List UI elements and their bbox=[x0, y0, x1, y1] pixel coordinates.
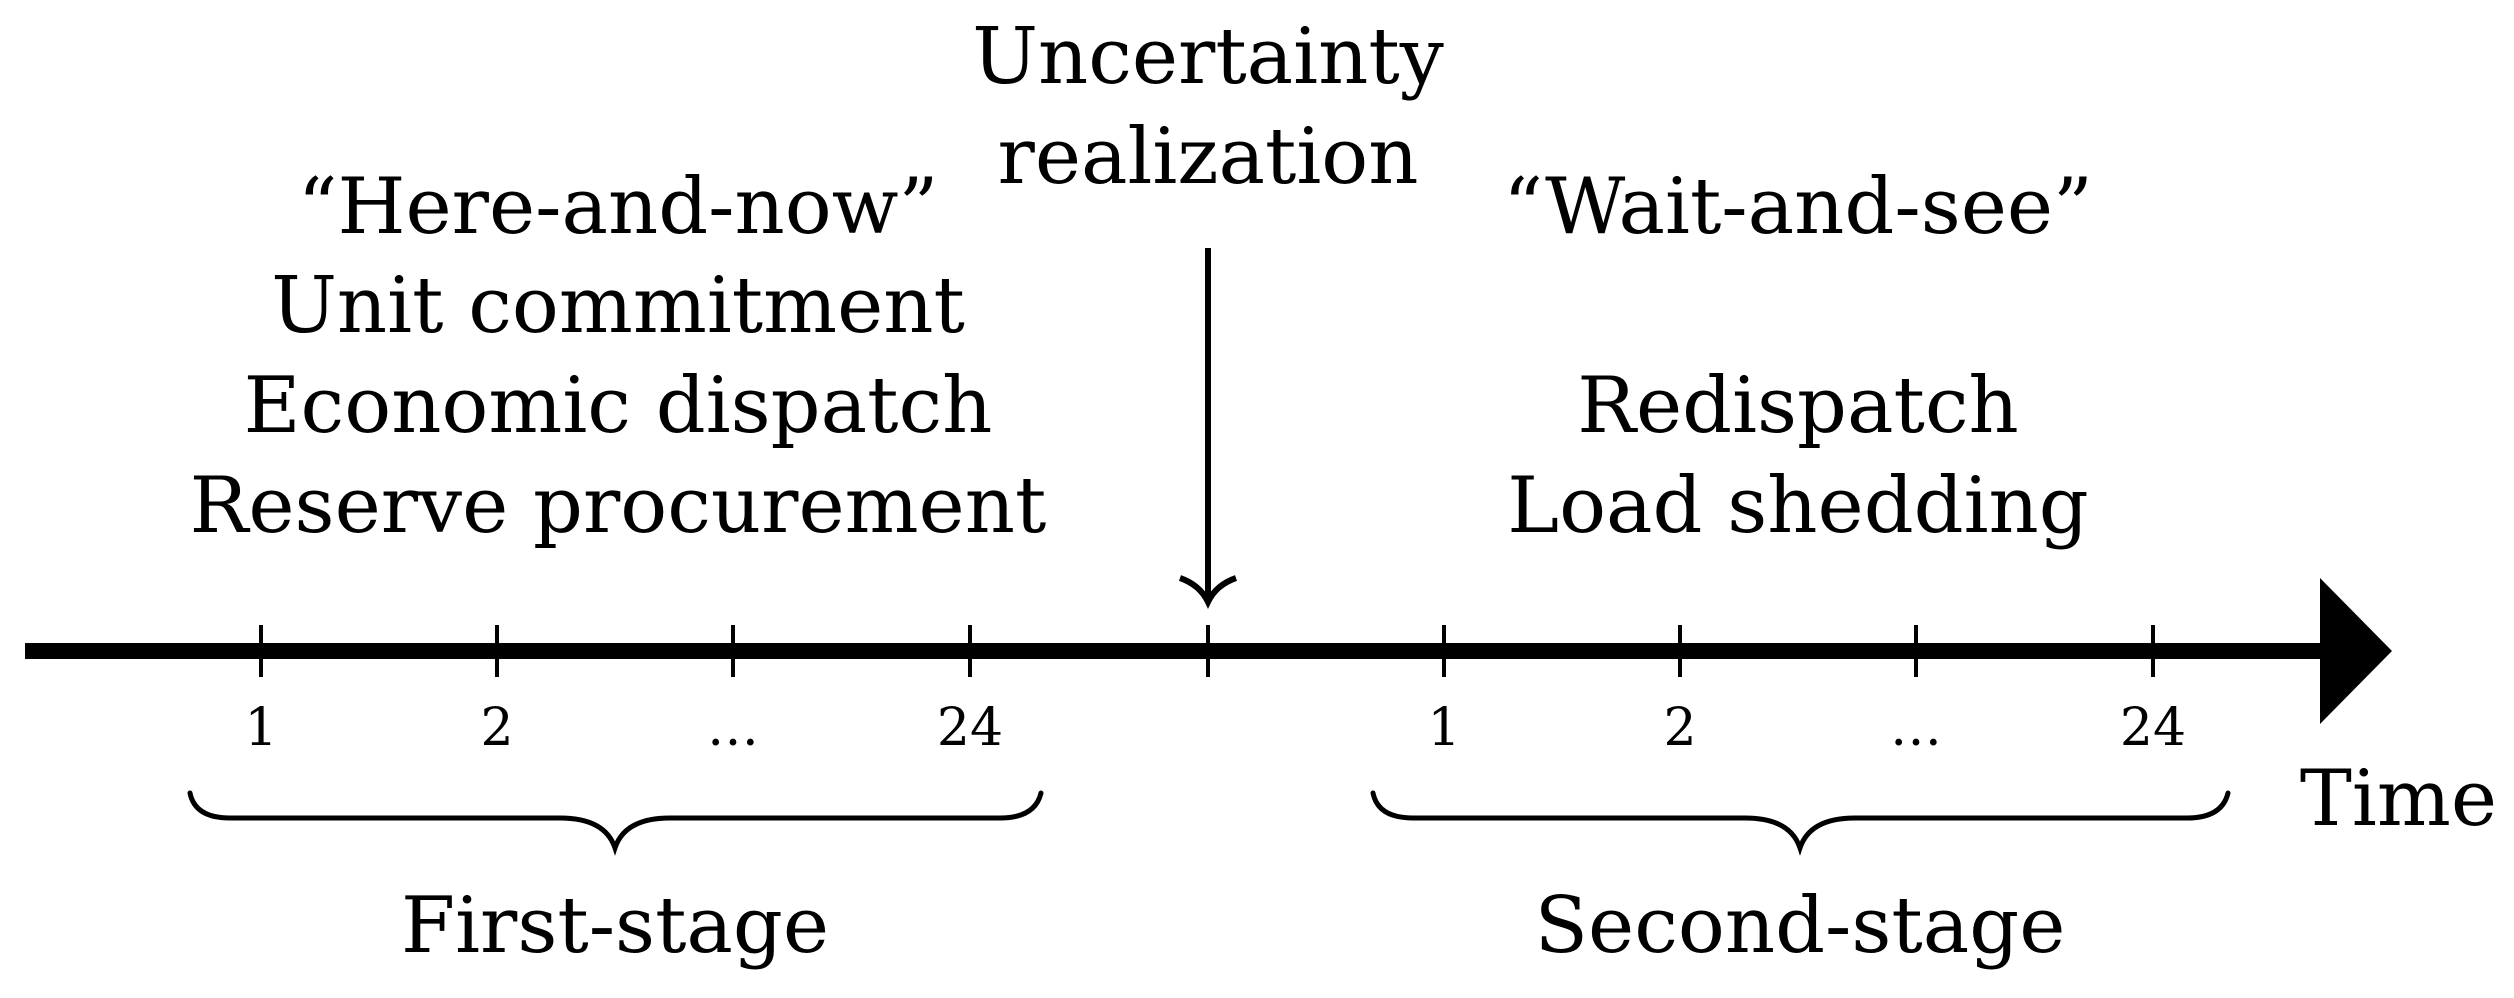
second-stage-description: “Wait-and-see” Redispatch Load shedding bbox=[1503, 162, 2093, 551]
here-and-now-heading: “Here-and-now” bbox=[298, 162, 939, 252]
tick-label-second-ellipsis: … bbox=[1890, 698, 1942, 758]
time-axis-label: Time bbox=[2300, 754, 2497, 844]
first-stage-description: “Here-and-now” Unit commitment Economic … bbox=[190, 162, 1047, 551]
uncertainty-arrow-head bbox=[1178, 575, 1238, 610]
first-stage-label: First-stage bbox=[401, 881, 829, 971]
tick-label-second-1: 1 bbox=[1427, 698, 1460, 758]
wait-and-see-heading: “Wait-and-see” bbox=[1503, 162, 2093, 252]
uncertainty-label-line1: Uncertainty bbox=[972, 12, 1444, 102]
second-stage-item-load-shedding: Load shedding bbox=[1507, 461, 2088, 551]
first-stage-item-unit-commitment: Unit commitment bbox=[271, 261, 965, 351]
first-stage-item-reserve-procurement: Reserve procurement bbox=[190, 461, 1047, 551]
second-stage-label: Second-stage bbox=[1535, 881, 2066, 971]
tick-label-first-ellipsis: … bbox=[707, 698, 759, 758]
time-axis-arrowhead bbox=[2320, 578, 2392, 724]
tick-label-second-2: 2 bbox=[1663, 698, 1696, 758]
first-stage-item-economic-dispatch: Economic dispatch bbox=[244, 361, 993, 451]
tick-label-first-1: 1 bbox=[244, 698, 277, 758]
tick-label-first-24: 24 bbox=[937, 698, 1003, 758]
first-stage-brace bbox=[187, 790, 1044, 856]
tick-label-second-24: 24 bbox=[2120, 698, 2186, 758]
uncertainty-label-line2: realization bbox=[998, 112, 1419, 202]
second-stage-brace bbox=[1370, 790, 2231, 856]
tick-label-first-2: 2 bbox=[480, 698, 513, 758]
second-stage-item-redispatch: Redispatch bbox=[1577, 361, 2019, 451]
time-axis: 1 2 … 24 1 2 … 24 Time bbox=[25, 578, 2497, 844]
uncertainty-annotation: Uncertainty realization bbox=[972, 12, 1444, 610]
